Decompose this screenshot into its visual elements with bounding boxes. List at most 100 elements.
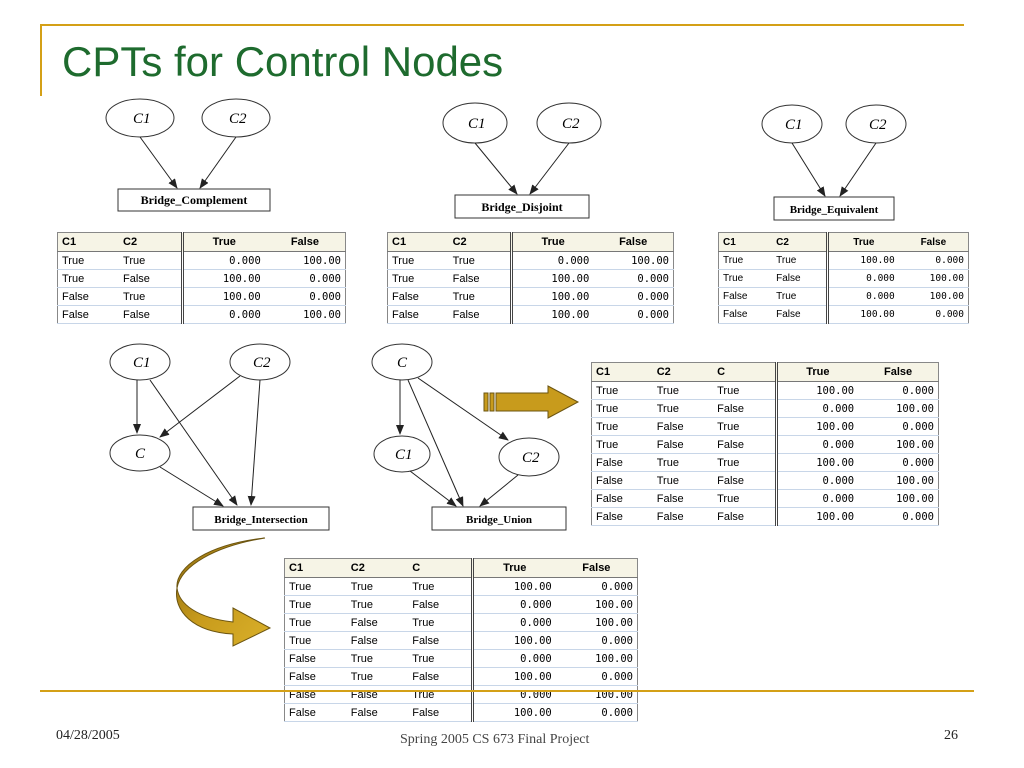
cell: True: [591, 417, 653, 436]
cell: 100.00: [774, 381, 859, 400]
cell: 100.00: [858, 435, 939, 454]
top-accent-line: [40, 24, 964, 26]
cell: True: [284, 613, 347, 632]
cell: False: [591, 471, 653, 490]
cell: True: [652, 399, 714, 418]
cell: 100.00: [180, 269, 265, 288]
cell: True: [408, 685, 473, 704]
cell: False: [387, 287, 449, 306]
cell: 0.000: [825, 269, 899, 288]
node-c-label: C: [135, 446, 146, 462]
bridge-union-label: Bridge_Union: [466, 514, 532, 526]
bridge-equivalent-box: [773, 196, 895, 221]
right-arrow-icon: [483, 385, 580, 419]
cell: False: [119, 269, 183, 288]
col-header-false: False: [593, 232, 674, 252]
cell: 100.00: [264, 251, 346, 270]
cell: True: [346, 577, 409, 596]
cell: False: [448, 269, 512, 288]
cell: True: [652, 471, 714, 490]
bridge-intersection-label: Bridge_Intersection: [214, 514, 307, 526]
footer-date: 04/28/2005: [56, 728, 120, 743]
cell: False: [346, 631, 409, 650]
cell: True: [284, 631, 347, 650]
slide-title: CPTs for Control Nodes: [62, 38, 504, 85]
cell: True: [713, 381, 777, 400]
cell: False: [408, 667, 473, 686]
col-header-true: True: [774, 362, 859, 382]
cell: 100.00: [470, 703, 556, 722]
bridge-equivalent-label: Bridge_Equivalent: [790, 204, 879, 216]
cell: True: [346, 595, 409, 614]
cell: 100.00: [898, 287, 969, 306]
cell: True: [448, 251, 512, 270]
curved-arrow-icon: [176, 537, 272, 647]
col-header-c2: C2: [652, 362, 714, 382]
cell: True: [119, 251, 183, 270]
cell: 0.000: [593, 269, 674, 288]
cell: 0.000: [555, 667, 638, 686]
col-header-c1: C1: [591, 362, 653, 382]
cell: 0.000: [264, 287, 346, 306]
cell: 0.000: [593, 287, 674, 306]
cell: 0.000: [825, 287, 899, 306]
cell: 0.000: [774, 489, 859, 508]
cell: 100.00: [825, 251, 899, 270]
cell: True: [284, 595, 347, 614]
cell: True: [408, 649, 473, 668]
cell: 100.00: [555, 649, 638, 668]
cell: False: [772, 305, 828, 324]
cell: True: [346, 649, 409, 668]
col-header-c: C: [408, 558, 473, 578]
cell: 100.00: [470, 577, 556, 596]
cell: False: [713, 435, 777, 454]
cell: True: [346, 667, 409, 686]
col-header-c2: C2: [119, 232, 183, 252]
col-header-c: C: [713, 362, 777, 382]
cell: 100.00: [555, 685, 638, 704]
cell: True: [718, 269, 773, 288]
cell: 0.000: [180, 251, 265, 270]
cell: 0.000: [858, 453, 939, 472]
cell: True: [591, 435, 653, 454]
bridge-complement-label: Bridge_Complement: [141, 193, 248, 207]
col-header-true: True: [180, 232, 265, 252]
node-c1-label: C1: [785, 117, 803, 133]
cell: 100.00: [593, 251, 674, 270]
cell: True: [408, 613, 473, 632]
cell: 0.000: [858, 507, 939, 526]
cell: True: [408, 577, 473, 596]
col-header-true: True: [825, 232, 899, 252]
cell: 100.00: [774, 453, 859, 472]
cell: True: [772, 287, 828, 306]
cell: True: [652, 381, 714, 400]
cell: 100.00: [509, 305, 594, 324]
cell: False: [408, 703, 473, 722]
cell: 0.000: [509, 251, 594, 270]
cell: False: [591, 507, 653, 526]
cell: False: [652, 507, 714, 526]
cell: True: [119, 287, 183, 306]
page-number: 26: [944, 728, 958, 743]
col-header-false: False: [898, 232, 969, 252]
footer-center-text: Spring 2005 CS 673 Final Project: [400, 732, 590, 747]
cell: 100.00: [774, 507, 859, 526]
cell: True: [387, 269, 449, 288]
